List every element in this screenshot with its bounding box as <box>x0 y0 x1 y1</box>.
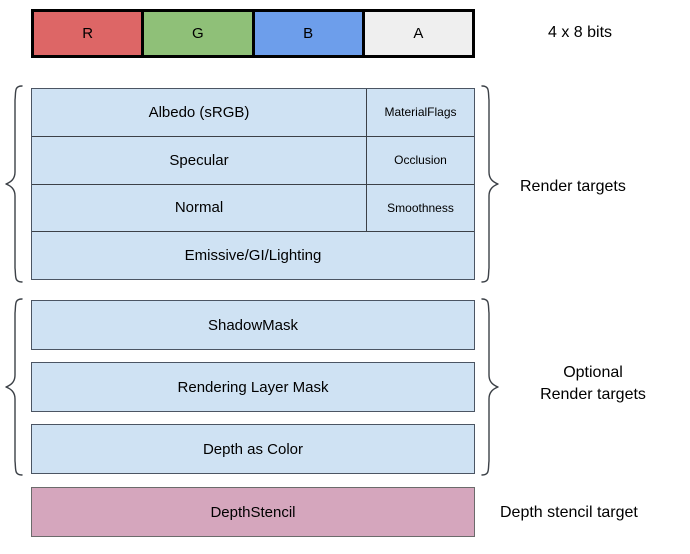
render-target-main-label: Albedo (sRGB) <box>148 103 250 121</box>
channel-label-b: B <box>303 25 314 42</box>
channel-label-a: A <box>413 25 424 42</box>
channel-cell-g: G <box>144 12 255 55</box>
render-targets-right-brace <box>481 85 499 283</box>
render-target-main-label: Specular <box>169 151 229 169</box>
depth-stencil-annotation-label: Depth stencil target <box>500 504 638 521</box>
render-targets-annotation-label: Render targets <box>520 178 626 195</box>
optional-render-targets-left-brace <box>5 298 23 476</box>
rgba-channel-bar: R G B A <box>31 9 475 58</box>
render-targets-table: Albedo (sRGB) MaterialFlags Specular Occ… <box>31 88 475 280</box>
optional-target-label: ShadowMask <box>207 316 299 334</box>
optional-target-label: Depth as Color <box>202 440 304 458</box>
bits-annotation-label: 4 x 8 bits <box>548 24 613 41</box>
depth-stencil-label: DepthStencil <box>210 503 296 521</box>
render-target-main-cell: Albedo (sRGB) <box>32 89 366 136</box>
channel-cell-a: A <box>364 12 472 55</box>
depth-stencil-box: DepthStencil <box>31 487 475 537</box>
render-target-aux-cell: Occlusion <box>366 136 474 184</box>
optional-render-targets-annotation-label: Optional Render targets <box>540 364 646 403</box>
optional-render-targets-right-brace <box>481 298 499 476</box>
render-target-row: Emissive/GI/Lighting <box>32 232 474 279</box>
optional-target-box: Depth as Color <box>31 424 475 474</box>
render-target-aux-label: Occlusion <box>394 153 447 168</box>
optional-target-box: Rendering Layer Mask <box>31 362 475 412</box>
channel-cell-r: R <box>34 12 145 55</box>
channel-label-g: G <box>192 25 204 42</box>
render-target-aux-cell: MaterialFlags <box>366 89 474 136</box>
render-target-row: Normal Smoothness <box>32 184 474 233</box>
render-target-main-label: Emissive/GI/Lighting <box>184 247 322 265</box>
render-target-main-label: Normal <box>174 199 224 217</box>
render-target-aux-label: MaterialFlags <box>384 105 457 120</box>
render-target-aux-cell: Smoothness <box>366 184 474 232</box>
render-target-row: Albedo (sRGB) MaterialFlags <box>32 89 474 137</box>
render-target-main-cell: Normal <box>32 184 366 232</box>
render-target-main-cell: Specular <box>32 136 366 184</box>
optional-target-label: Rendering Layer Mask <box>177 378 329 396</box>
channel-cell-b: B <box>254 12 365 55</box>
render-target-aux-label: Smoothness <box>387 200 454 215</box>
render-targets-left-brace <box>5 85 23 283</box>
optional-target-box: ShadowMask <box>31 300 475 350</box>
channel-label-r: R <box>82 25 94 42</box>
render-target-row: Specular Occlusion <box>32 136 474 185</box>
render-target-main-cell: Emissive/GI/Lighting <box>32 232 474 279</box>
